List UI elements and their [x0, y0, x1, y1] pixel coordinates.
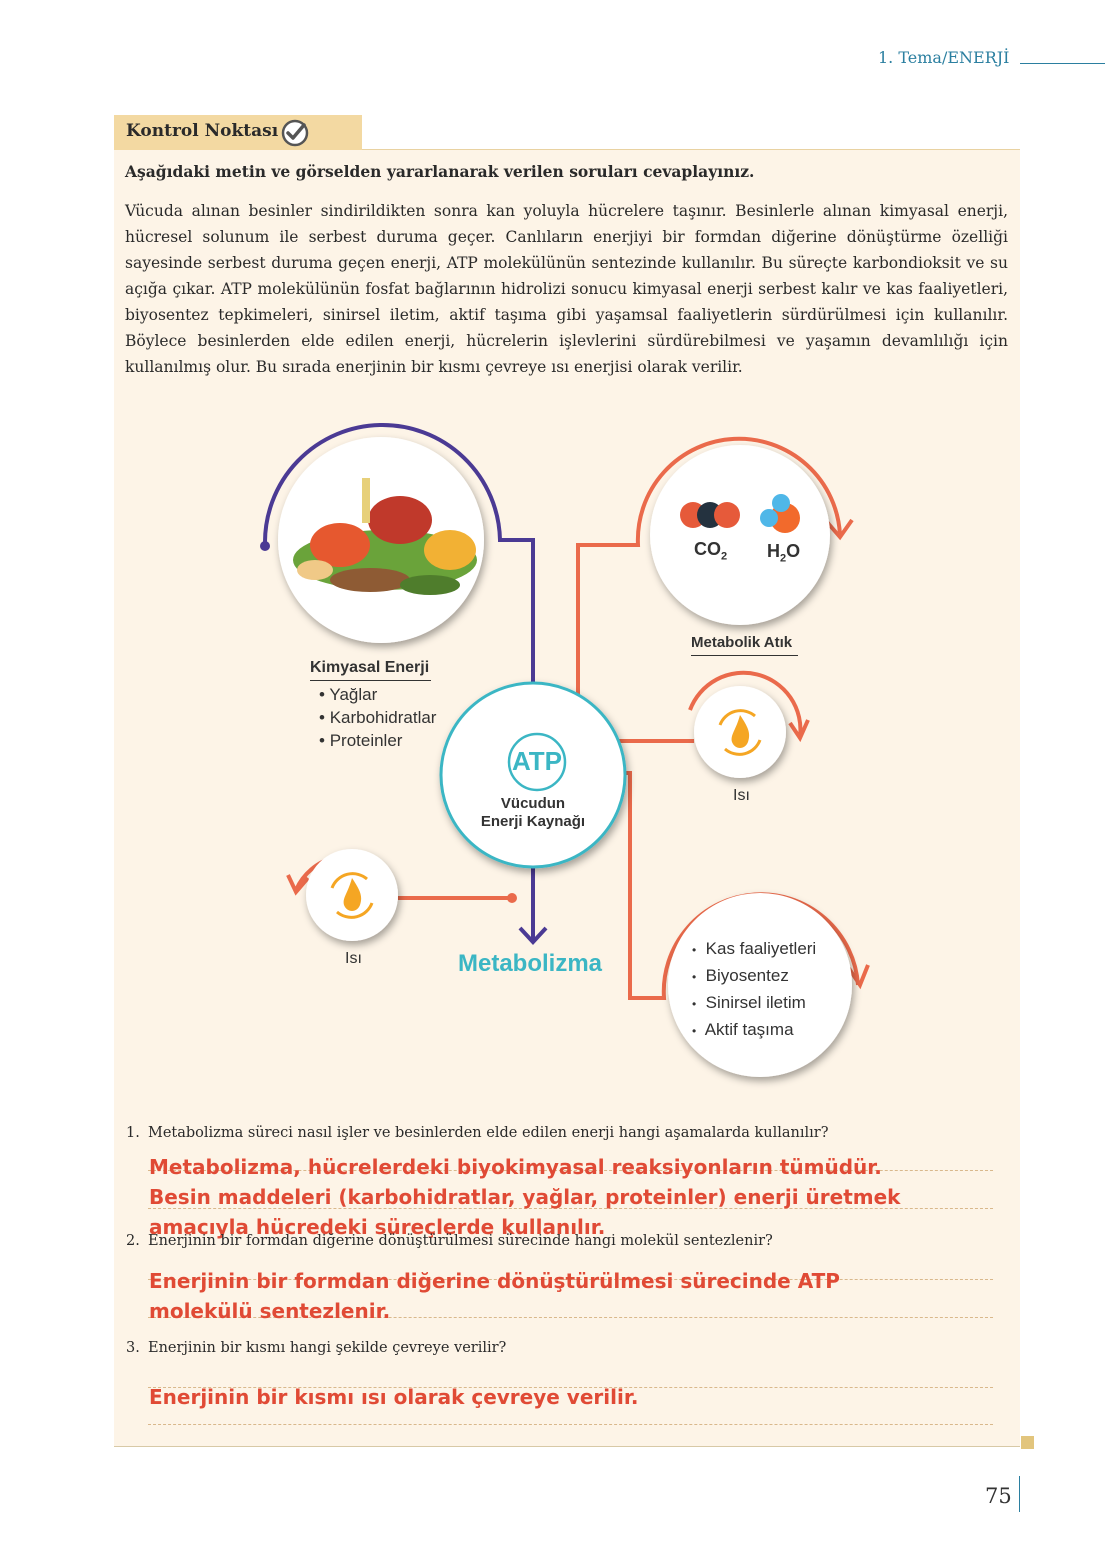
answer-1: Metabolizma, hücrelerdeki biyokimyasal r…: [149, 1155, 901, 1239]
activity-item: • Sinirsel iletim: [692, 993, 806, 1012]
co2-label: CO2: [694, 539, 728, 563]
waste-label: Metabolik Atık: [691, 634, 799, 656]
checkmark-icon: [281, 119, 309, 147]
question-3: 3.Enerjinin bir kısmı hangi şekilde çevr…: [126, 1340, 507, 1356]
atp-label: ATP: [511, 746, 563, 776]
h2o-label: H2O: [767, 541, 801, 565]
question-1: 1.Metabolizma süreci nasıl işler ve besi…: [126, 1125, 829, 1141]
section-tab-label: Kontrol Noktası: [126, 121, 279, 141]
section-box-topline: [114, 149, 1020, 150]
header-rule: [1020, 63, 1105, 64]
food-item: • Yağlar: [319, 685, 378, 704]
answer-line[interactable]: [148, 1279, 993, 1280]
heat-label-left: Isı: [345, 950, 362, 967]
activity-item: • Kas faaliyetleri: [692, 939, 817, 958]
food-item: • Proteinler: [319, 731, 403, 750]
food-item: • Karbohidratlar: [319, 708, 437, 727]
answer-line[interactable]: [148, 1317, 993, 1318]
instruction-text: Aşağıdaki metin ve görselden yararlanara…: [125, 162, 755, 181]
metabolism-label: Metabolizma: [458, 950, 603, 977]
answer-line[interactable]: [148, 1387, 993, 1388]
answer-line[interactable]: [148, 1424, 993, 1425]
answer-line[interactable]: [148, 1170, 993, 1171]
header-title: 1. Tema/ENERJİ: [878, 48, 1010, 67]
food-items: • Yağlar • Karbohidratlar • Proteinler: [319, 683, 436, 752]
answer-3: Enerjinin bir kısmı ısı olarak çevreye v…: [149, 1385, 639, 1409]
answer-line[interactable]: [148, 1208, 993, 1209]
page-number: 75: [985, 1484, 1012, 1508]
answer-2: Enerjinin bir formdan diğerine dönüştürü…: [149, 1269, 840, 1323]
body-paragraph: Vücuda alınan besinler sindirildikten so…: [125, 202, 1008, 376]
corner-square: [1021, 1436, 1034, 1449]
page-number-bar: [1019, 1476, 1020, 1512]
activity-item: • Aktif taşıma: [692, 1020, 794, 1039]
atp-subtitle-2: Enerji Kaynağı: [480, 813, 586, 830]
heat-label-right: Isı: [733, 787, 750, 804]
section-tab: Kontrol Noktası: [114, 115, 362, 150]
food-label: Kimyasal Enerji: [310, 659, 432, 681]
question-2: 2.Enerjinin bir formdan diğerine dönüştü…: [126, 1233, 773, 1249]
activities-list: • Kas faaliyetleri • Biyosentez • Sinirs…: [692, 936, 816, 1044]
atp-subtitle-1: Vücudun: [500, 795, 566, 812]
activity-item: • Biyosentez: [692, 966, 789, 985]
